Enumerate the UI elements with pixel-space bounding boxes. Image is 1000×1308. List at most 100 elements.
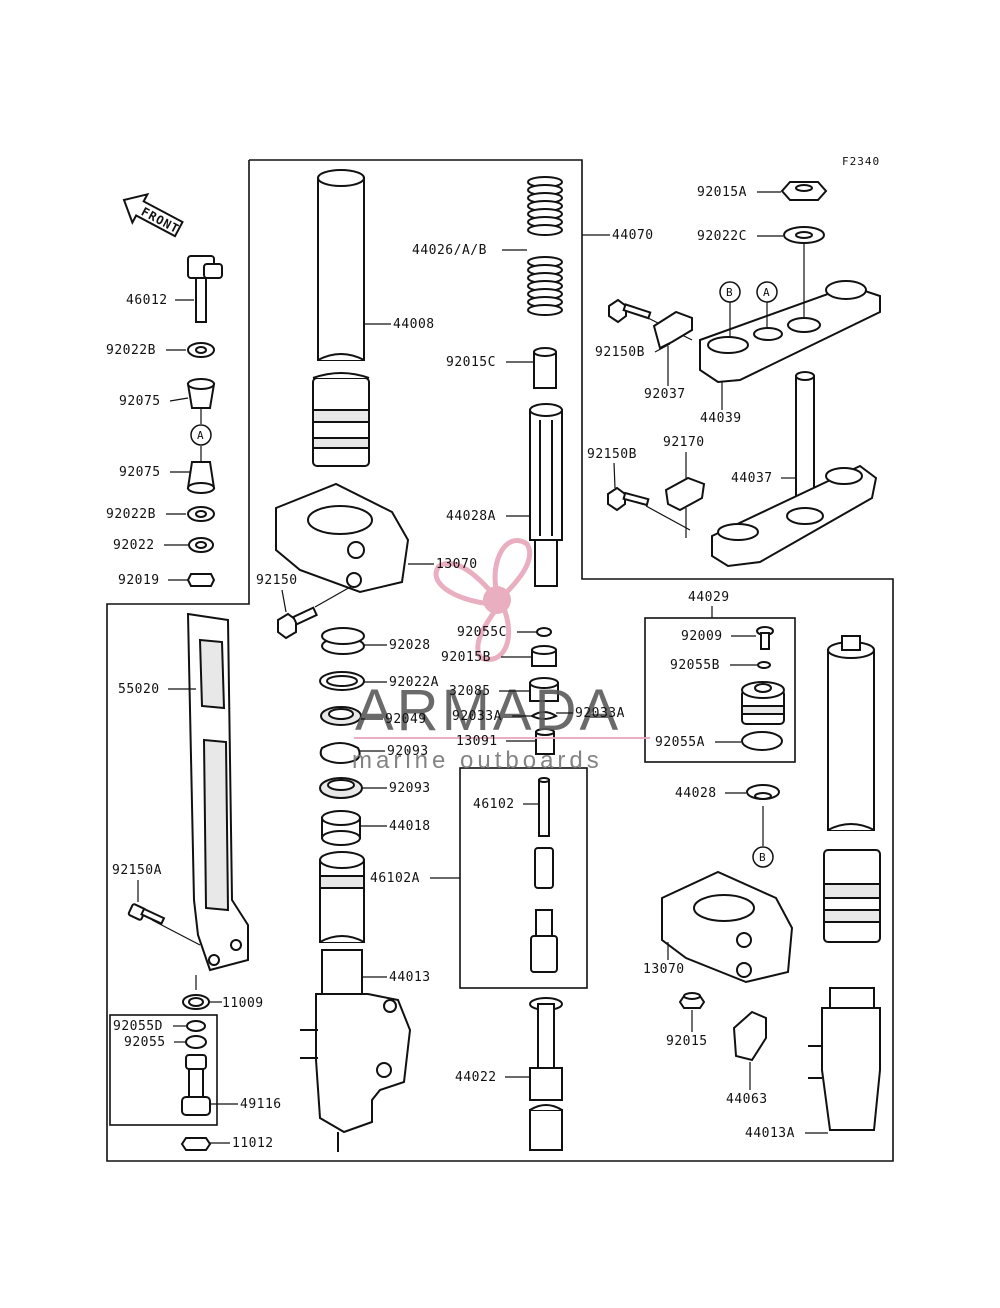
label-92015A: 92015A [697, 185, 747, 200]
gasket-hole [188, 997, 204, 1007]
watermark-logo: ARMADA marine outboards [352, 538, 650, 774]
label-44063: 44063 [726, 1092, 768, 1107]
part-92055A-oring [741, 731, 783, 751]
part-92049-oil-seal [320, 706, 362, 726]
leader [645, 505, 691, 531]
label-13070-2: 13070 [643, 962, 685, 977]
part-46102-rod [538, 777, 550, 837]
part-11012-nut [180, 1137, 212, 1151]
label-92150: 92150 [256, 573, 298, 588]
label-92015C: 92015C [446, 355, 496, 370]
part-92093-dust-seal [319, 777, 363, 799]
label-92055: 92055 [124, 1035, 166, 1050]
callout-a-letter: A [197, 429, 204, 442]
part-92055C-oring [536, 627, 552, 637]
nut-hole [795, 184, 813, 192]
label-46012: 46012 [126, 293, 168, 308]
part-44063-clamp [732, 1010, 767, 1062]
part-13070-bracket [275, 482, 410, 594]
label-92033A: 92033A [452, 709, 502, 724]
label-44037: 44037 [731, 471, 773, 486]
washer-hole [195, 346, 207, 354]
label-92028: 92028 [389, 638, 431, 653]
propeller-icon [433, 538, 533, 662]
label-92055C: 92055C [457, 625, 507, 640]
part-44028A-damper-rod [529, 403, 563, 587]
label-92022: 92022 [113, 538, 155, 553]
label-44013A: 44013A [745, 1126, 795, 1141]
label-44070: 44070 [612, 228, 654, 243]
part-44029-cap [741, 681, 785, 725]
part-92019-nut [186, 573, 216, 587]
label-92055A: 92055A [655, 735, 705, 750]
washer-hole [326, 675, 358, 687]
label-44013: 44013 [389, 970, 431, 985]
label-32085: 32085 [449, 684, 491, 699]
label-92022B-2: 92022B [106, 507, 156, 522]
label-44029: 44029 [688, 590, 730, 605]
label-46102: 46102 [473, 797, 515, 812]
label-44026: 44026/A/B [412, 243, 487, 258]
label-92075-2: 92075 [119, 465, 161, 480]
label-92055D: 92055D [113, 1019, 163, 1034]
label-92015: 92015 [666, 1034, 708, 1049]
part-46102A-tube-assy [319, 851, 365, 943]
label-55020: 55020 [118, 682, 160, 697]
leader [151, 919, 201, 946]
label-49116: 49116 [240, 1097, 282, 1112]
part-92170-clamp [664, 476, 706, 512]
part-44022-cylinder [529, 997, 563, 1151]
part-92015C-nut [533, 347, 557, 389]
label-92150B: 92150B [595, 345, 645, 360]
washer-hole [795, 231, 813, 239]
part-44039-upper-bracket [699, 280, 881, 384]
left-upper-box [106, 159, 894, 1162]
callout-a-letter-2: A [763, 286, 770, 299]
part-92150B-bolt-2 [607, 486, 650, 512]
washer-hole [195, 510, 207, 518]
valve-kit-box [109, 1014, 218, 1126]
label-92170: 92170 [663, 435, 705, 450]
part-55020-fork-guard [186, 612, 249, 972]
label-44028: 44028 [675, 786, 717, 801]
part-46012-adjuster [187, 255, 223, 323]
part-46102-piston-assy [530, 847, 558, 973]
label-11009: 11009 [222, 996, 264, 1011]
part-92055D-oring [186, 1020, 206, 1032]
part-92009-screw [756, 626, 774, 650]
part-44028-bushing [746, 784, 780, 800]
label-92075: 92075 [119, 394, 161, 409]
part-92037-clamp [652, 310, 693, 350]
label-92022B: 92022B [106, 343, 156, 358]
part-44008-inner-tube [317, 169, 365, 361]
part-92093-clip [319, 742, 361, 764]
part-44018-bushing [321, 810, 361, 846]
label-92019: 92019 [118, 573, 160, 588]
part-44026-spring [527, 176, 563, 316]
part-13070-bracket-2 [661, 870, 794, 984]
label-92022A: 92022A [389, 675, 439, 690]
part-92033A-circlip [530, 711, 558, 720]
label-92049: 92049 [385, 712, 427, 727]
front-arrow-icon: FRONT [122, 192, 184, 238]
callout-a-circle [190, 424, 212, 446]
label-92150A: 92150A [112, 863, 162, 878]
label-92015B: 92015B [441, 650, 491, 665]
leader [613, 462, 616, 489]
figure-id: F2340 [842, 155, 880, 168]
label-92150B-2: 92150B [587, 447, 637, 462]
label-92093: 92093 [387, 744, 429, 759]
part-92055-oring [185, 1035, 207, 1049]
seat-top [187, 378, 215, 390]
label-13070: 13070 [436, 557, 478, 572]
part-44013-outer-tube [300, 949, 412, 1152]
callout-b-letter-2: B [759, 851, 766, 864]
part-92015B-nut [531, 645, 557, 667]
label-92022C: 92022C [697, 229, 747, 244]
part-44037-steering-stem [711, 371, 878, 568]
label-46102A: 46102A [370, 871, 420, 886]
label-44039: 44039 [700, 411, 742, 426]
part-44013A-fork-leg [808, 635, 881, 1131]
leader [314, 585, 353, 608]
